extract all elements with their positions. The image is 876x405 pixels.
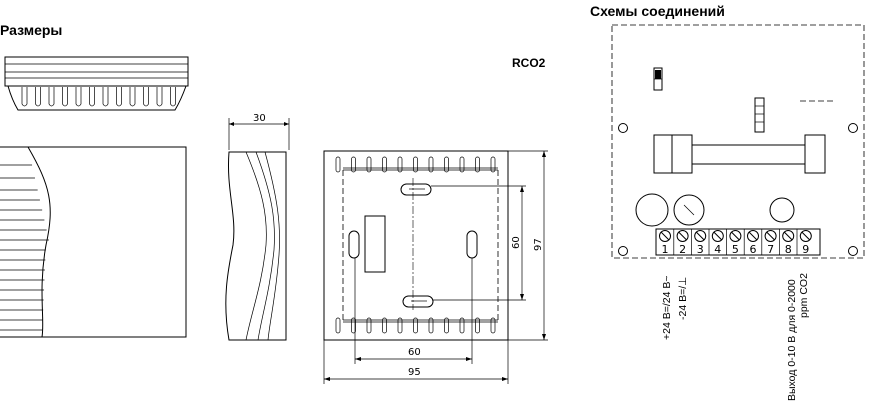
terminal-screw-6: 6 bbox=[747, 230, 759, 256]
vent-slot bbox=[475, 317, 480, 334]
pin-header-icon bbox=[754, 97, 765, 133]
terminal-screw-4: 4 bbox=[711, 230, 724, 256]
terminal-screw-9: 9 bbox=[799, 230, 812, 256]
terminal-screw-2: 2 bbox=[676, 230, 689, 256]
vent-slot bbox=[351, 156, 356, 173]
vent-slot bbox=[397, 317, 403, 334]
vent-slot bbox=[428, 156, 434, 173]
terminal-number: 2 bbox=[679, 243, 686, 256]
vent-slot bbox=[335, 156, 341, 173]
terminal-number: 1 bbox=[662, 243, 669, 256]
terminal-number: 8 bbox=[785, 243, 792, 256]
terminal-8-label-line1: Выход 0-10 В для 0-2000 bbox=[786, 279, 798, 401]
side-view: 30 bbox=[225, 113, 290, 341]
terminal-number: 4 bbox=[714, 243, 721, 256]
terminal-2-label: -24 В=/⊥ bbox=[677, 277, 689, 320]
terminal-number: 3 bbox=[697, 243, 704, 256]
vent-slot bbox=[490, 156, 496, 173]
terminal-screw-7: 7 bbox=[764, 230, 777, 256]
vent-slot bbox=[351, 317, 356, 334]
vent-slot bbox=[366, 156, 372, 173]
screw-icon bbox=[799, 230, 812, 242]
screw-icon bbox=[711, 230, 724, 242]
terminal-8-label-line2: ppm CO2 bbox=[798, 273, 810, 318]
wiring-heading: Схемы соединений bbox=[590, 3, 725, 19]
vent-fin bbox=[89, 87, 95, 107]
mounting-hole-icon bbox=[848, 246, 858, 256]
terminal-number: 7 bbox=[767, 243, 774, 256]
vent-slot bbox=[382, 156, 387, 173]
vent-slot bbox=[459, 317, 465, 334]
vent-fin bbox=[21, 87, 28, 107]
top-view bbox=[4, 56, 189, 111]
screw-icon bbox=[694, 230, 707, 242]
capacitor-icon bbox=[635, 193, 669, 227]
screw-icon bbox=[659, 230, 671, 242]
dim-height-inner: 60 bbox=[511, 236, 522, 249]
mounting-hole-icon bbox=[618, 246, 628, 256]
terminal-screw-5: 5 bbox=[729, 230, 742, 256]
vent-slot bbox=[413, 156, 418, 173]
mounting-hole-icon bbox=[618, 123, 628, 133]
vent-fin bbox=[75, 87, 82, 107]
vent-slot bbox=[413, 317, 418, 334]
front-view bbox=[0, 146, 187, 338]
dim-height-outer: 97 bbox=[533, 238, 544, 251]
vent-slot bbox=[459, 156, 465, 173]
mounting-hole-icon bbox=[848, 123, 858, 133]
vent-slot bbox=[397, 156, 403, 173]
vent-fin bbox=[35, 87, 41, 107]
terminal-number: 6 bbox=[750, 243, 757, 256]
vent-fin bbox=[156, 87, 163, 107]
vent-slot bbox=[490, 317, 496, 334]
screw-icon bbox=[729, 230, 742, 242]
dim-width-outer: 95 bbox=[408, 367, 421, 378]
sensor-module-icon bbox=[653, 134, 826, 174]
terminal-1-label: +24 В=/24 В~ bbox=[661, 275, 673, 340]
terminal-screw-3: 3 bbox=[694, 230, 707, 256]
screw-icon bbox=[764, 230, 777, 242]
screw-icon bbox=[782, 230, 795, 242]
terminal-number: 9 bbox=[802, 243, 809, 256]
screw-icon bbox=[676, 230, 689, 242]
vent-slot bbox=[335, 317, 341, 334]
dimensions-heading: Размеры bbox=[0, 22, 63, 38]
vent-fin bbox=[62, 87, 68, 107]
vent-fin bbox=[116, 87, 122, 107]
vent-slot bbox=[428, 317, 434, 334]
vent-fin bbox=[129, 87, 136, 107]
terminal-screw-8: 8 bbox=[782, 230, 795, 256]
model-label: RCO2 bbox=[512, 56, 546, 70]
vent-fin bbox=[48, 87, 55, 107]
dim-width-inner: 60 bbox=[408, 347, 421, 358]
vent-fin bbox=[170, 87, 176, 107]
dim-depth: 30 bbox=[253, 113, 266, 124]
vent-slot bbox=[475, 156, 480, 173]
vent-slot bbox=[382, 317, 387, 334]
screw-icon bbox=[747, 230, 759, 242]
terminal-number: 5 bbox=[732, 243, 739, 256]
back-view: 60 97 60 95 bbox=[323, 150, 548, 384]
vent-slot bbox=[444, 156, 449, 173]
vent-slot bbox=[444, 317, 449, 334]
vent-slot bbox=[366, 317, 372, 334]
terminal-screw-1: 1 bbox=[659, 230, 671, 256]
vent-fin bbox=[102, 87, 109, 107]
vent-fin bbox=[143, 87, 149, 107]
capacitor-icon bbox=[769, 197, 795, 223]
capacitor-icon bbox=[673, 194, 705, 226]
